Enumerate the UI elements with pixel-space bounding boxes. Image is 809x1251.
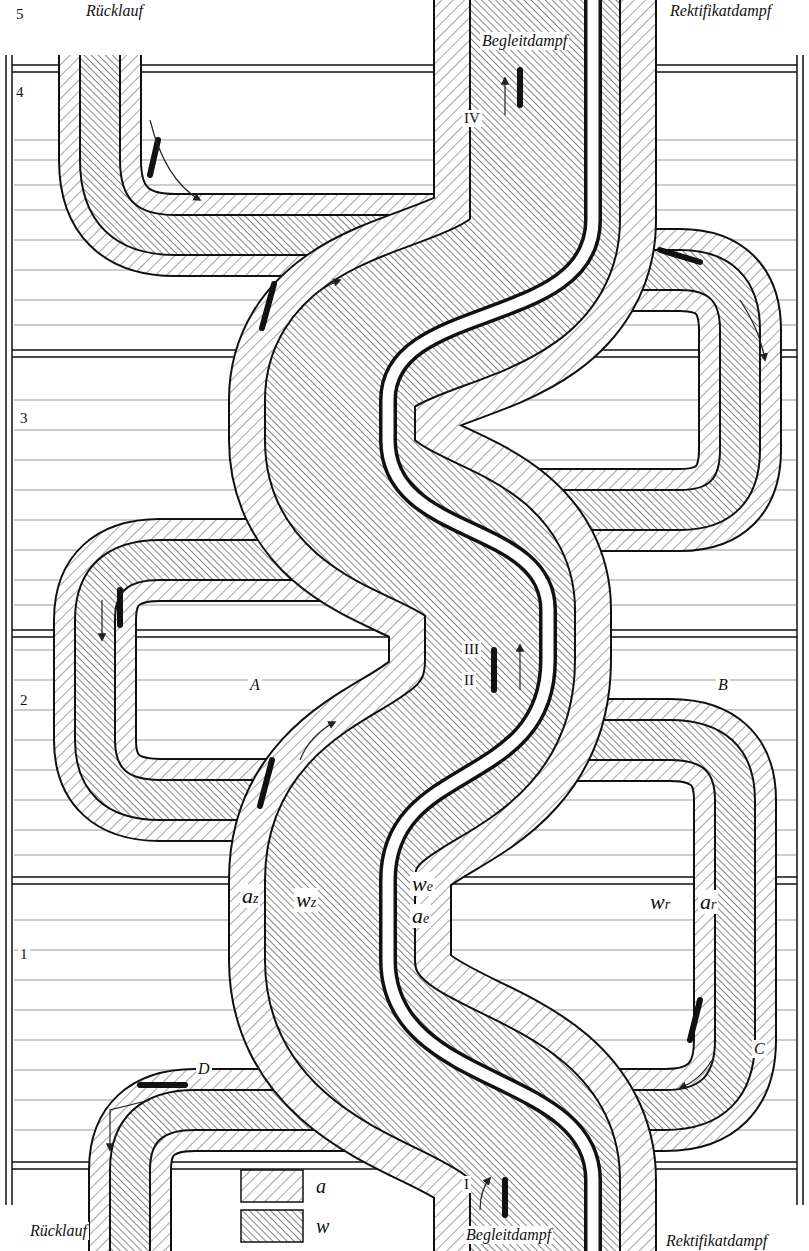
flow-label: Rektifikatdampf: [664, 1232, 769, 1250]
legend-swatch: [240, 1169, 304, 1203]
point-label: C: [752, 1040, 767, 1058]
layer-label: we: [410, 872, 435, 896]
stage-number: IV: [462, 110, 482, 127]
stage-number: I: [462, 1176, 471, 1193]
point-label: A: [248, 676, 262, 694]
flow-label: Rektifikatdampf: [668, 2, 773, 20]
layer-label: ae: [410, 904, 431, 928]
flow-label: Begleitdampf: [480, 32, 569, 50]
layer-label: ar: [698, 890, 718, 914]
stage-number: II: [462, 672, 476, 689]
point-label: D: [196, 1060, 212, 1078]
layer-label: az: [240, 884, 260, 908]
legend-row: w: [240, 1206, 329, 1246]
legend-text: a: [316, 1175, 326, 1198]
stage-number: III: [462, 641, 481, 658]
floor-number: 2: [18, 692, 30, 709]
floor-number: 3: [18, 410, 30, 427]
layer-label: wr: [648, 890, 672, 914]
legend-text: w: [316, 1215, 329, 1238]
flow-label: Begleitdampf: [464, 1226, 553, 1244]
point-label: B: [716, 676, 730, 694]
legend-swatch: [240, 1209, 304, 1243]
floor-number: 5: [14, 6, 26, 23]
layer-label: wz: [294, 888, 318, 912]
floor-number: 1: [18, 946, 30, 963]
floor-number: 4: [14, 84, 26, 101]
flow-label: Rücklauf: [28, 1222, 89, 1240]
legend-row: a: [240, 1166, 329, 1206]
flow-label: Rücklauf: [84, 2, 145, 20]
